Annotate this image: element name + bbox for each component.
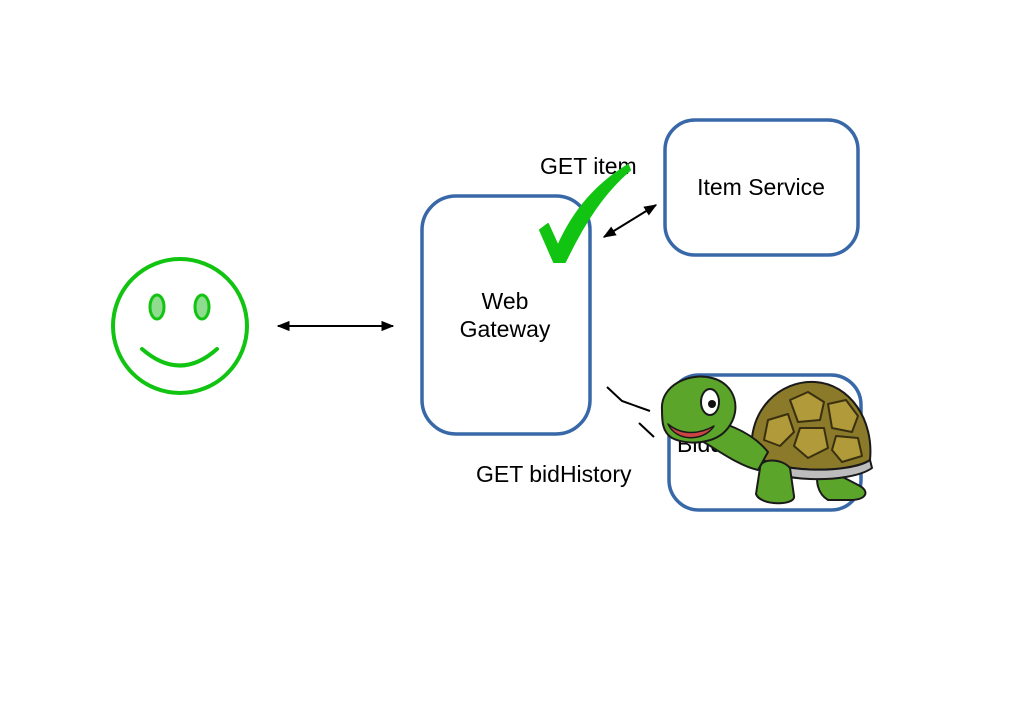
gateway-item-arrow bbox=[602, 204, 658, 238]
turtle-icon bbox=[660, 375, 873, 505]
get-bid-history-edge-label: GET bidHistory bbox=[476, 461, 632, 487]
web-gateway-label-line1: Web bbox=[482, 288, 529, 314]
smiley-face-icon bbox=[111, 257, 249, 395]
web-gateway-label-line2: Gateway bbox=[460, 316, 551, 342]
item-service-node: Item Service bbox=[663, 118, 860, 257]
web-gateway-node: Web Gateway bbox=[420, 194, 592, 436]
item-service-label: Item Service bbox=[697, 174, 825, 200]
checkmark-icon bbox=[539, 164, 631, 263]
gateway-bidding-broken-connector bbox=[606, 386, 655, 438]
